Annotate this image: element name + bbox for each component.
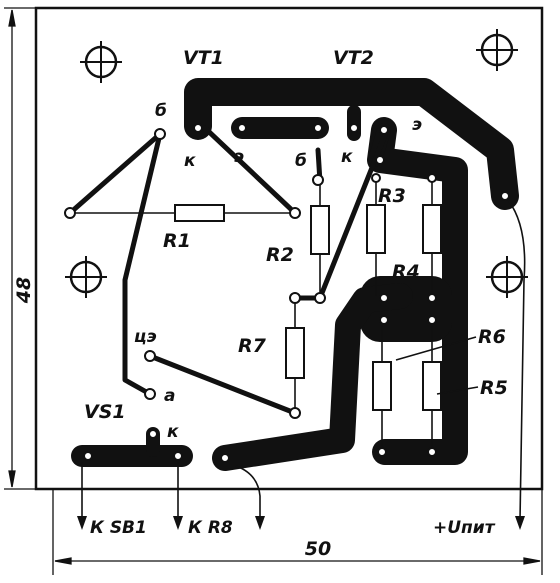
label-b-top: б xyxy=(155,101,167,121)
solder-pads xyxy=(64,123,510,463)
track-vt1-collector-power xyxy=(184,78,519,210)
label-to-r8: К R8 xyxy=(188,518,233,538)
thin-traces xyxy=(67,125,388,416)
trace-vt1-k-to-r1 xyxy=(202,125,298,216)
mounting-hole-mid-left xyxy=(65,256,107,298)
dimension-width: 50 xyxy=(305,538,331,560)
label-vs1-k: к xyxy=(167,422,179,442)
trace-vt2-b-to-r2 xyxy=(317,132,388,301)
resistor-r6-body xyxy=(372,361,392,411)
track-b-top-a xyxy=(122,131,163,397)
label-vt1: VT1 xyxy=(183,47,224,69)
label-r2: R2 xyxy=(266,244,294,266)
label-vt1-k: к xyxy=(184,151,196,171)
resistor-r5-body xyxy=(422,361,442,411)
resistor-r2-body xyxy=(310,205,330,255)
resistor-r4-body xyxy=(422,204,442,254)
label-ue: цэ xyxy=(134,327,157,347)
trace-b-to-left xyxy=(67,131,163,216)
board-outline xyxy=(34,6,544,491)
label-r6: R6 xyxy=(478,326,506,348)
track-r4-r7-path xyxy=(212,283,413,471)
label-vt2: VT2 xyxy=(333,47,374,69)
label-r1: R1 xyxy=(163,230,191,252)
mounting-hole-top-left xyxy=(80,41,122,83)
label-to-sb1: К SB1 xyxy=(90,518,147,538)
mounting-hole-top-right xyxy=(476,29,518,71)
r6-leader-line xyxy=(395,336,477,361)
mounting-hole-mid-right xyxy=(486,256,528,298)
label-r7: R7 xyxy=(238,335,267,357)
r5-leader-line xyxy=(436,386,479,395)
label-vs1: VS1 xyxy=(84,401,126,423)
dimension-lines xyxy=(4,7,543,575)
label-r5: R5 xyxy=(480,377,508,399)
label-r4: R4 xyxy=(392,261,420,283)
resistor-r1-body xyxy=(174,204,225,222)
dimension-height: 48 xyxy=(13,277,35,304)
label-r3: R3 xyxy=(378,185,406,207)
output-wires xyxy=(77,199,526,530)
label-power: +Uпит xyxy=(433,518,496,538)
label-vt2-k: к xyxy=(341,147,353,167)
label-vt2-e: э xyxy=(412,115,422,135)
resistor-r3-body xyxy=(366,204,386,254)
resistor-r7-body xyxy=(285,327,305,379)
label-vt1-b: б xyxy=(295,151,307,171)
label-vt1-e: э xyxy=(234,147,244,167)
label-a: а xyxy=(164,386,175,406)
trace-ue-to-r7 xyxy=(147,353,298,416)
